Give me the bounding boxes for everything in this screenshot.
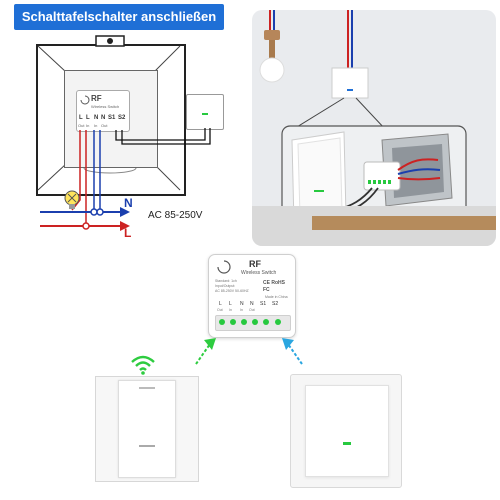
voltage-label: AC 85-250V (148, 210, 203, 221)
terminal-sub-1: Out (78, 123, 85, 128)
module-term-sub-3: In (240, 308, 243, 312)
terminal-sub-4: Out (101, 123, 108, 128)
module-term-sub-1: Out (217, 308, 223, 312)
diagram-title: Schalttafelschalter anschließen (14, 4, 224, 30)
installation-scene (259, 10, 467, 225)
module-term-sub-2: In (229, 308, 232, 312)
line-label: L (124, 226, 132, 240)
terminal-sub-2: In (86, 123, 90, 128)
module-term-1: L (219, 301, 222, 307)
terminal-screw-5 (263, 319, 269, 325)
wifi-icon (131, 355, 155, 375)
switch-led (202, 113, 208, 115)
module-large-subtitle: Wireless Switch (241, 270, 277, 276)
terminal-label-2: L (86, 115, 90, 121)
terminal-label-6: S2 (118, 115, 126, 121)
antenna-icon-large (217, 260, 231, 274)
terminal-label-1: L (79, 115, 83, 121)
wall-box-lines (37, 35, 181, 191)
terminal-label-3: N (94, 115, 99, 121)
wooden-shelf (312, 216, 496, 230)
module-term-4: N (250, 301, 254, 307)
module-term-6: S2 (272, 301, 279, 307)
wall-switch-right[interactable] (305, 385, 389, 477)
module-subtitle: Wireless Switch (91, 104, 120, 109)
bulb-icon (64, 190, 80, 209)
wireless-switch-left[interactable] (118, 380, 176, 478)
terminal-screw-6 (275, 319, 281, 325)
module-term-2: L (229, 301, 232, 307)
arrow-up-left-icon (282, 338, 303, 365)
switch-indicator (139, 445, 155, 447)
terminal-screw-4 (252, 319, 258, 325)
terminal-sub-3: In (94, 123, 98, 128)
neutral-label: N (124, 196, 133, 210)
switch-top-slot (139, 387, 155, 389)
wiring-diagram-panel: Schalttafelschalter anschließen RF Wirel… (0, 0, 248, 250)
module-term-sub-4: Out (249, 308, 255, 312)
terminal-screw-1 (219, 319, 225, 325)
antenna-icon (80, 95, 90, 105)
module-term-5: S1 (260, 301, 267, 307)
module-spec-2: Input/Output: (215, 284, 236, 288)
terminal-screw-2 (230, 319, 236, 325)
terminal-screw-3 (241, 319, 247, 325)
arrow-up-right-icon (195, 338, 216, 365)
module-term-3: N (240, 301, 244, 307)
switch-led-green (343, 442, 351, 445)
terminal-label-4: N (101, 115, 106, 121)
installation-photo (252, 10, 496, 246)
module-spec-3: AC 85-250V 50-60HZ (215, 289, 249, 293)
module-certs: CE RoHS (263, 280, 285, 286)
wall-switch-small (186, 94, 224, 130)
relay-module-small: RF Wireless Switch L L N N S1 S2 Out In … (76, 90, 130, 132)
module-large-brand: RF (249, 259, 261, 269)
module-made-in: Made in China (265, 295, 288, 299)
module-brand: RF (91, 94, 102, 103)
module-spec-1: Standard: 1ch (215, 279, 237, 283)
wiring-lines (40, 128, 211, 231)
module-fcc: FC (263, 287, 270, 293)
relay-module-large: RF Wireless Switch Standard: 1ch Input/O… (208, 254, 296, 338)
terminal-label-5: S1 (108, 115, 116, 121)
